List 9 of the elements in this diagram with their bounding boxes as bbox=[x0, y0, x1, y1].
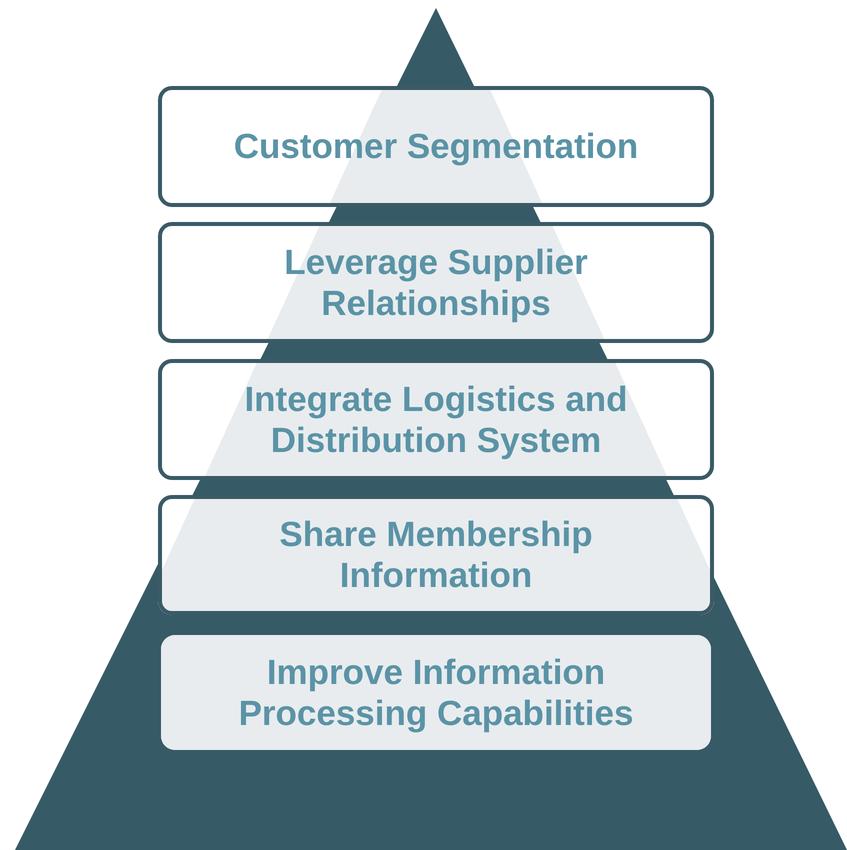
level-label: Improve Information Processing Capabilities bbox=[238, 652, 634, 734]
level-label: Leverage Supplier Relationships bbox=[283, 242, 589, 324]
level-label: Customer Segmentation bbox=[232, 126, 640, 167]
level-label: Integrate Logistics and Distribution System bbox=[243, 378, 629, 460]
pyramid-level-box bbox=[158, 86, 714, 207]
level-label: Share Membership Information bbox=[278, 514, 594, 596]
pyramid-level-box bbox=[158, 359, 714, 480]
pyramid-level-box bbox=[158, 495, 714, 615]
pyramid-level-box bbox=[158, 222, 714, 343]
